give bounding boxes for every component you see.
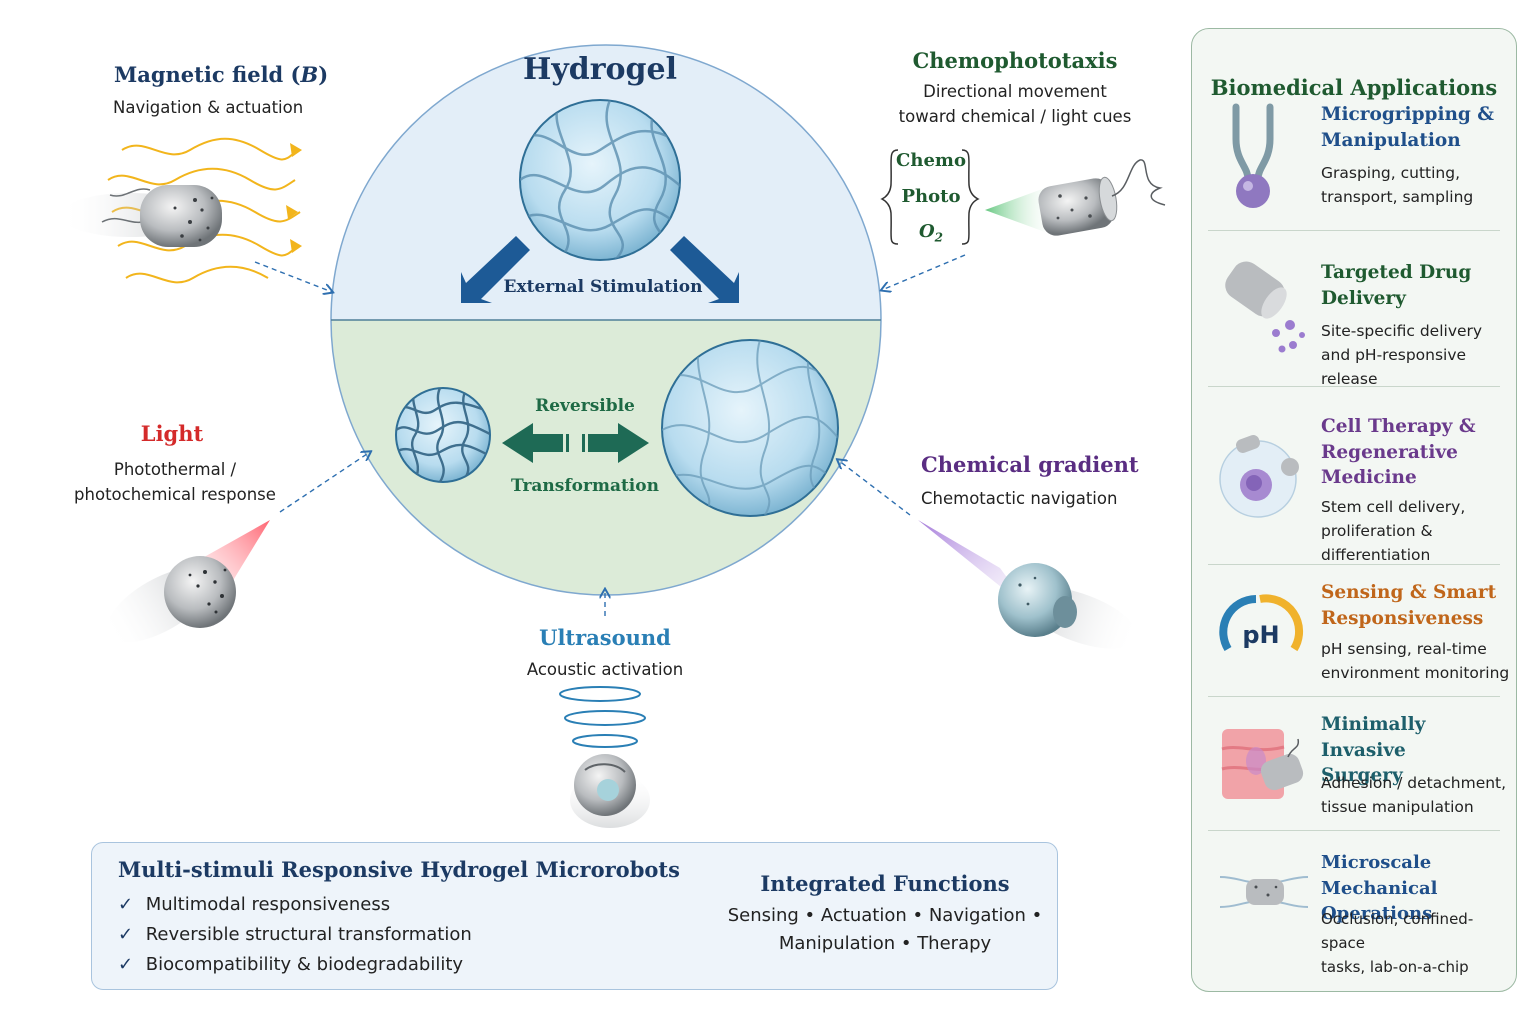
ph-gauge-icon: pH bbox=[1219, 594, 1304, 652]
magnetic-field-title: Magnetic field (B) bbox=[114, 62, 329, 87]
reversible-arrows bbox=[502, 423, 649, 463]
stem-cell-icon bbox=[1219, 435, 1299, 518]
microchannel-icon bbox=[1219, 876, 1309, 908]
divider bbox=[1208, 386, 1500, 387]
application-desc: Stem cell delivery,proliferation &differ… bbox=[1321, 498, 1466, 564]
reversible-label: Reversible bbox=[535, 396, 635, 416]
chemophototaxis-microrobot bbox=[985, 159, 1166, 236]
light-desc-1: Photothermal / bbox=[113, 460, 237, 479]
chemophototaxis-desc-1: Directional movement bbox=[923, 82, 1107, 101]
integrated-functions-line-2: Manipulation • Therapy bbox=[778, 933, 992, 954]
check-icon: ✓ bbox=[118, 954, 134, 975]
summary-check-item: ✓ Multimodal responsiveness bbox=[118, 894, 391, 915]
hydrogel-mesh-large bbox=[661, 339, 839, 517]
application-microgripping: Microgripping &Manipulation Grasping, cu… bbox=[1204, 99, 1502, 229]
panel-title: Biomedical Applications bbox=[1210, 75, 1498, 100]
check-icon: ✓ bbox=[118, 924, 134, 945]
cue-photo: Photo bbox=[901, 186, 961, 207]
application-desc: Adhesion / detachment,tissue manipulatio… bbox=[1321, 774, 1507, 816]
hydrogel-mesh-top bbox=[519, 99, 681, 261]
chemophototaxis-desc-2: toward chemical / light cues bbox=[898, 107, 1132, 126]
cue-oxygen: O2 bbox=[918, 221, 944, 245]
chemical-gradient-desc: Chemotactic navigation bbox=[921, 489, 1118, 508]
summary-check-item: ✓ Biocompatibility & biodegradability bbox=[118, 954, 464, 975]
drug-capsule-icon bbox=[1225, 261, 1305, 353]
ph-icon-text: pH bbox=[1242, 621, 1279, 649]
transformation-label: Transformation bbox=[511, 476, 659, 496]
integrated-functions-title: Integrated Functions bbox=[760, 871, 1010, 896]
divider bbox=[1208, 230, 1500, 231]
hydrogel-mesh-small bbox=[395, 387, 491, 483]
biomedical-applications-panel: Biomedical Applications Microgripping &M… bbox=[1191, 28, 1517, 992]
application-title: Microgripping &Manipulation bbox=[1321, 104, 1494, 151]
chemophototaxis-title: Chemophototaxis bbox=[912, 48, 1118, 73]
ultrasound-waves bbox=[559, 686, 646, 748]
cue-chemo: Chemo bbox=[896, 150, 966, 171]
application-desc: Grasping, cutting,transport, sampling bbox=[1321, 164, 1474, 206]
ultrasound-desc: Acoustic activation bbox=[526, 660, 684, 679]
divider bbox=[1208, 564, 1500, 565]
light-desc-2: photochemical response bbox=[74, 485, 276, 504]
magnetic-field-desc: Navigation & actuation bbox=[113, 98, 304, 117]
magnetic-arrowheads bbox=[286, 143, 302, 253]
hydrogel-title: Hydrogel bbox=[522, 52, 678, 87]
chemo-photo-braces bbox=[880, 149, 980, 245]
summary-box: Multi-stimuli Responsive Hydrogel Micror… bbox=[91, 842, 1058, 990]
tissue-icon bbox=[1221, 729, 1304, 799]
chemical-gradient-title: Chemical gradient bbox=[921, 452, 1139, 477]
ultrasound-microrobot bbox=[570, 754, 650, 828]
external-stimulation-arrows bbox=[461, 236, 739, 303]
summary-check-item: ✓ Reversible structural transformation bbox=[118, 924, 472, 945]
divider bbox=[1208, 830, 1500, 831]
light-title: Light bbox=[140, 421, 204, 446]
summary-title: Multi-stimuli Responsive Hydrogel Micror… bbox=[118, 857, 680, 882]
ultrasound-title: Ultrasound bbox=[539, 625, 671, 650]
gripper-icon bbox=[1232, 103, 1274, 208]
integrated-functions-line-1: Sensing • Actuation • Navigation • bbox=[727, 905, 1043, 926]
divider bbox=[1208, 696, 1500, 697]
chemical-gradient-microrobot bbox=[918, 520, 1137, 649]
external-stimulation-label: External Stimulation bbox=[503, 277, 703, 297]
check-icon: ✓ bbox=[118, 894, 134, 915]
dashed-connectors bbox=[254, 254, 966, 616]
light-microrobot bbox=[106, 520, 270, 643]
magnetic-microrobot bbox=[60, 185, 222, 247]
